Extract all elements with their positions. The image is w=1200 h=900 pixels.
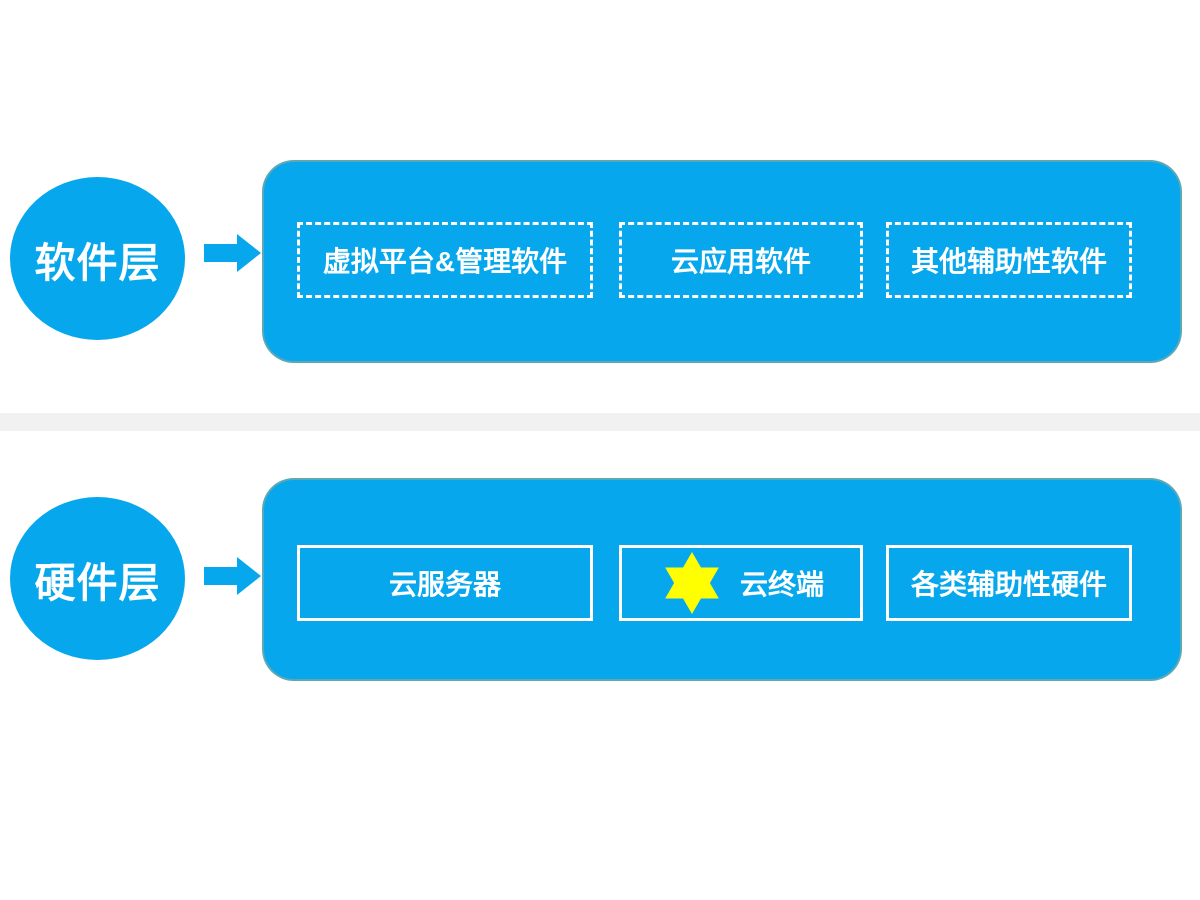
box-label: 虚拟平台&管理软件 [322, 246, 568, 277]
box-various-auxiliary-hardware: 各类辅助性硬件 [886, 545, 1132, 621]
box-label: 云服务器 [388, 569, 501, 600]
box-cloud-server: 云服务器 [297, 545, 593, 621]
hardware-layer-circle: 硬件层 [10, 497, 185, 660]
hardware-layer-label: 硬件层 [34, 559, 161, 606]
software-layer-panel: 虚拟平台&管理软件 云应用软件 其他辅助性软件 [262, 160, 1182, 363]
box-label: 云应用软件 [670, 246, 811, 277]
box-label: 各类辅助性硬件 [910, 569, 1107, 600]
box-cloud-application-software: 云应用软件 [619, 222, 863, 298]
box-label: 其他辅助性软件 [910, 246, 1107, 277]
box-label: 云终端 [739, 569, 824, 600]
right-arrow-icon [204, 557, 261, 595]
software-layer-label: 软件层 [34, 239, 161, 286]
box-virtual-platform-management-software: 虚拟平台&管理软件 [297, 222, 593, 298]
box-other-auxiliary-software: 其他辅助性软件 [886, 222, 1132, 298]
section-divider-band [0, 413, 1200, 431]
right-arrow-icon [204, 234, 261, 272]
box-cloud-terminal: 云终端 [619, 545, 863, 621]
software-layer-circle: 软件层 [10, 177, 185, 340]
hardware-layer-panel: 云服务器 云终端 各类辅助性硬件 [262, 478, 1182, 681]
six-pointed-star-icon [665, 552, 719, 614]
